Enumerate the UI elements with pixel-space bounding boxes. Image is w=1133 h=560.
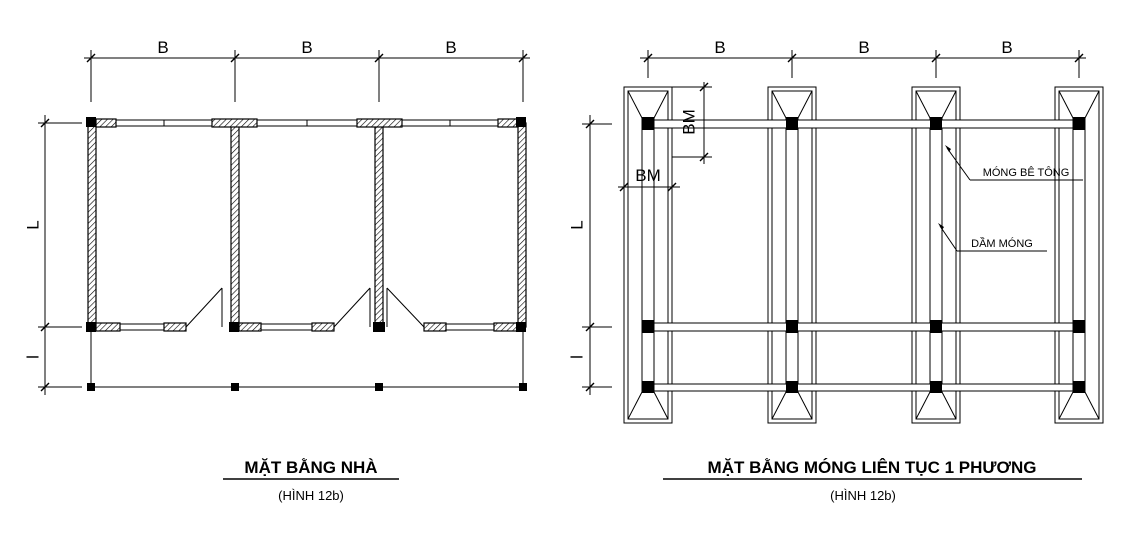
wall-interior-1 [230,122,240,328]
foundation-dim-b-3: B [1001,38,1012,57]
house-plan: B B B L l [23,38,530,503]
label-mong-be-tong: MÓNG BÊ TÔNG [983,166,1070,179]
foundation-columns [642,117,1085,393]
bm-horizontal-label: BM [635,166,661,185]
bm-horizontal-dimension: BM [618,166,680,195]
foundation-dim-l-small: l [567,355,586,359]
house-plan-title: MẶT BẰNG NHÀ [244,458,377,477]
callout-foundation: MÓNG BÊ TÔNG [945,145,1083,181]
foundation-plan-title: MẶT BẰNG MÓNG LIÊN TỤC 1 PHƯƠNG [708,458,1037,477]
bm-vertical-label: BM [679,109,698,135]
wall-interior-2 [374,122,384,328]
house-walls [86,117,527,332]
house-veranda [87,331,527,391]
vertical-beams [641,118,1086,392]
foundation-dim-b-1: B [714,38,725,57]
house-dim-l-small: l [23,355,42,359]
foundation-plan-subtitle: (HÌNH 12b) [830,488,896,503]
house-dim-l: L [23,220,42,229]
house-dim-b-3: B [445,38,456,57]
wall-left [87,122,97,328]
foundation-plan: B B B L l [567,38,1104,503]
foundation-side-dimension: L l [567,115,612,395]
house-doors [185,287,425,328]
house-side-dimension: L l [23,115,82,395]
foundation-dim-l: L [567,220,586,229]
label-dam-mong: DẦM MÓNG [971,237,1033,250]
house-dim-b-2: B [301,38,312,57]
foundation-top-dimension: B B B [640,38,1086,78]
horizontal-beams [653,119,1074,392]
callout-beam: DẦM MÓNG [938,223,1047,252]
house-dim-b-1: B [157,38,168,57]
bm-vertical-dimension: BM [672,82,712,164]
foundation-dim-b-2: B [858,38,869,57]
wall-right [517,122,527,328]
house-plan-subtitle: (HÌNH 12b) [278,488,344,503]
strip-footings [623,86,1104,424]
house-top-dimension: B B B [84,38,530,102]
